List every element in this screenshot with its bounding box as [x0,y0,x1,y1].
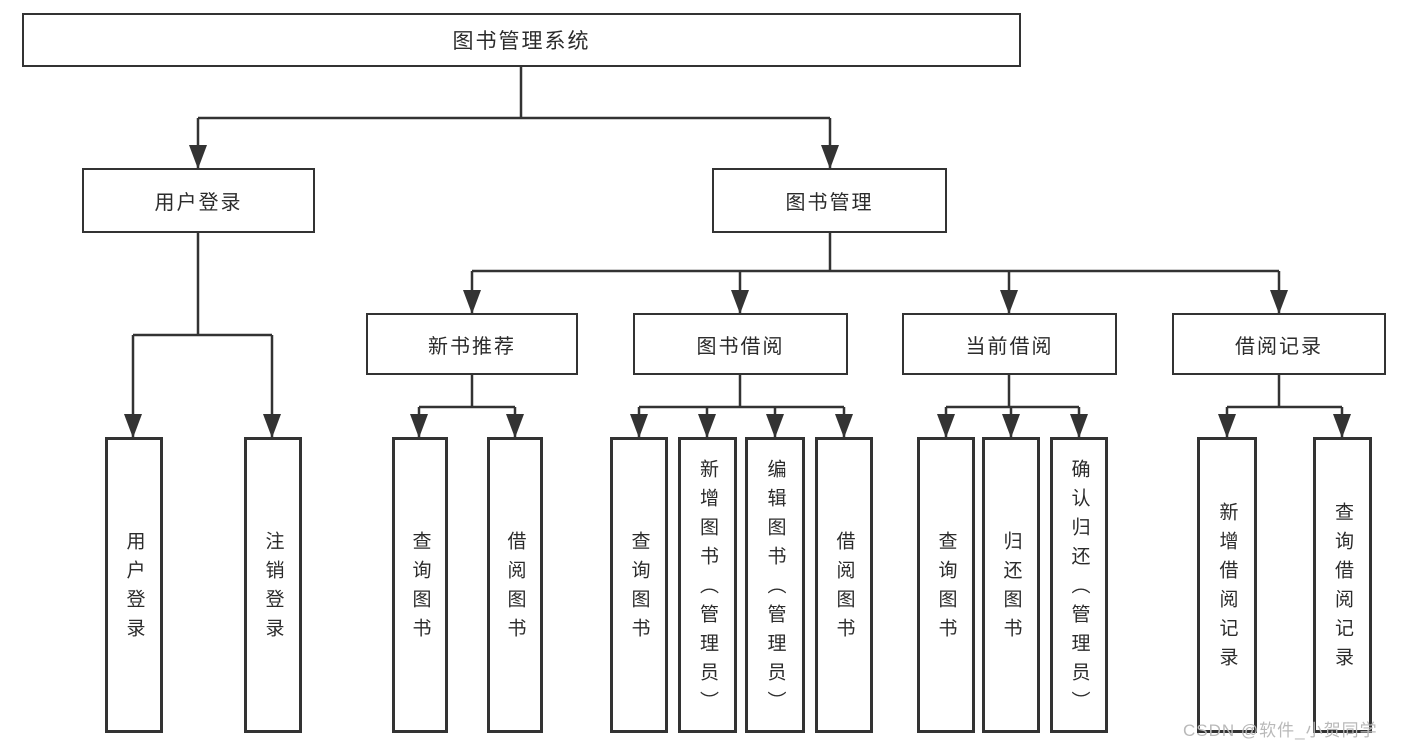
node-current-borrowing: 当前借阅 [902,313,1117,375]
node-leaf-query-books-recommend: 查询图书 [392,437,448,733]
node-leaf-query-books-borrowing: 查询图书 [610,437,668,733]
node-label: 新增借阅记录 [1216,502,1238,676]
node-leaf-edit-books-admin: 编辑图书（管理员） [745,437,805,733]
node-leaf-return-books: 归还图书 [982,437,1040,733]
node-leaf-confirm-return-admin: 确认归还（管理员） [1050,437,1108,733]
node-leaf-borrow-books-recommend: 借阅图书 [487,437,543,733]
node-borrowing-records: 借阅记录 [1172,313,1386,375]
node-label: 借阅记录 [1235,335,1323,358]
node-label: 确认归还（管理员） [1068,458,1090,720]
node-leaf-add-books-admin: 新增图书（管理员） [678,437,737,733]
node-new-book-recommend: 新书推荐 [366,313,578,375]
node-label: 借阅图书 [504,531,526,647]
node-label: 图书管理系统 [452,30,591,53]
node-label: 查询图书 [935,531,957,647]
node-library-system-root: 图书管理系统 [22,13,1021,67]
csdn-watermark: CSDN @软件_小贺同学 [1183,721,1378,740]
node-leaf-query-books-current: 查询图书 [917,437,975,733]
node-leaf-user-login: 用户登录 [105,437,163,733]
node-label: 图书借阅 [696,335,785,358]
node-label: 新书推荐 [428,335,516,358]
node-label: 新增图书（管理员） [697,458,718,720]
node-label: 当前借阅 [965,335,1054,358]
node-label: 查询图书 [628,531,650,647]
node-label: 借阅图书 [833,531,855,647]
node-leaf-borrow-books: 借阅图书 [815,437,873,733]
node-label: 用户登录 [123,531,145,647]
node-label: 图书管理 [785,192,874,214]
node-leaf-logout: 注销登录 [244,437,302,733]
node-label: 注销登录 [262,531,284,647]
node-book-management: 图书管理 [712,168,947,233]
node-leaf-query-borrow-record: 查询借阅记录 [1313,437,1372,733]
node-label: 用户登录 [154,192,243,214]
node-book-borrowing: 图书借阅 [633,313,848,375]
node-label: 查询借阅记录 [1332,502,1353,676]
node-label: 编辑图书（管理员） [764,458,786,720]
node-leaf-add-borrow-record: 新增借阅记录 [1197,437,1257,733]
node-label: 归还图书 [1000,531,1022,647]
node-user-login-branch: 用户登录 [82,168,315,233]
node-label: 查询图书 [409,531,431,647]
